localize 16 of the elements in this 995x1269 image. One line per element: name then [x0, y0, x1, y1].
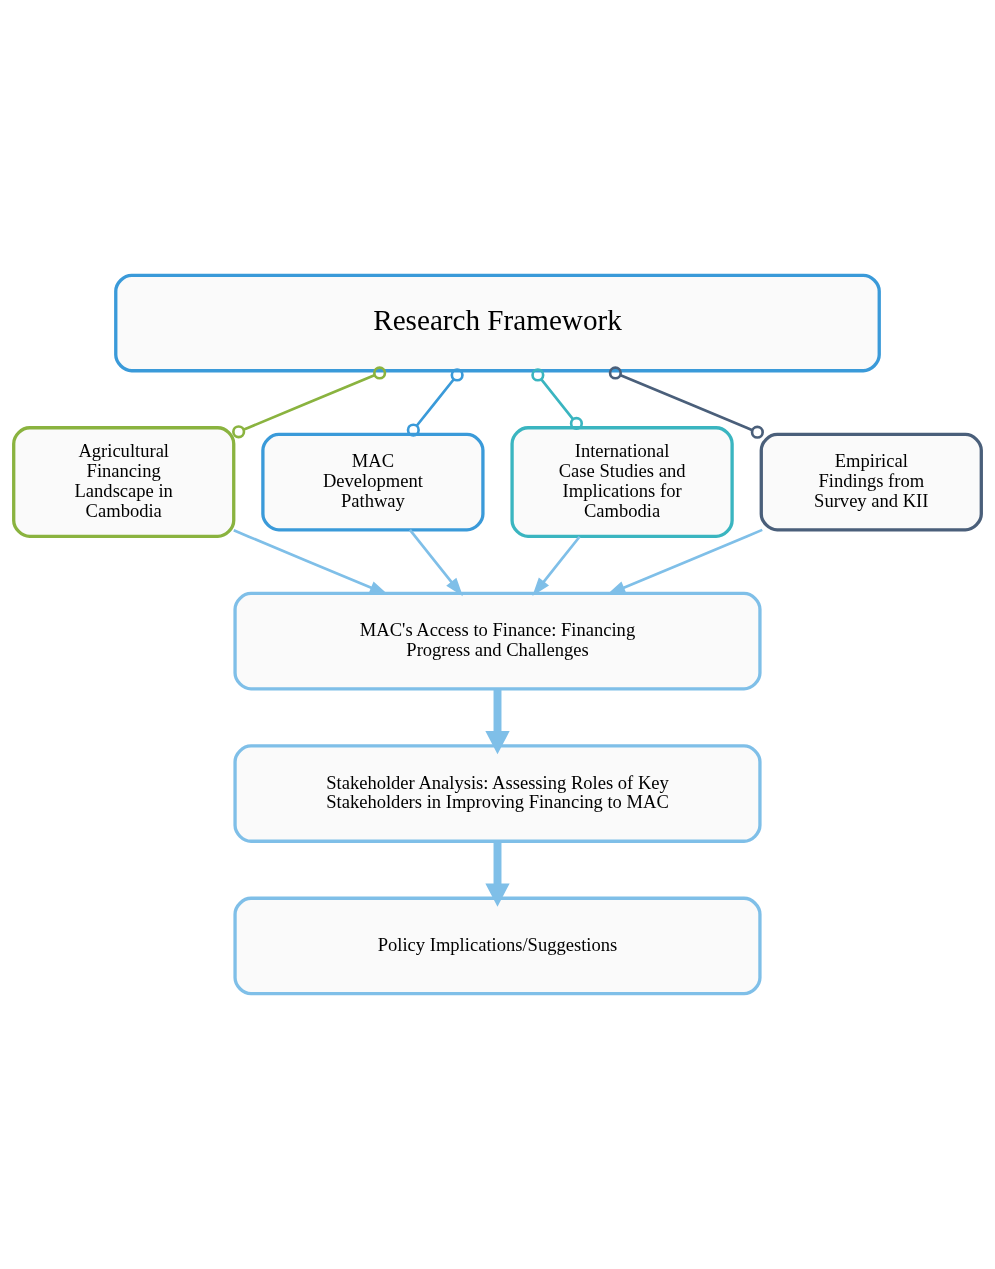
node-box: Research Framework	[114, 273, 881, 373]
arrow	[408, 529, 463, 597]
connector	[406, 368, 464, 437]
arrow	[485, 841, 510, 907]
node-box: Stakeholder Analysis: Assessing Roles of Key Stakeholders in Improving Financing to MAC	[233, 744, 762, 843]
node-box: MAC Development Pathway	[261, 432, 485, 532]
node-box: Policy Implications/Suggestions	[233, 896, 762, 996]
node-box: Agricultural Financing Landscape in Cambodia	[12, 426, 236, 539]
node-box: Empirical Findings from Survey and KII	[759, 432, 983, 532]
connector	[608, 366, 764, 439]
node-box: MAC's Access to Finance: Financing Progress and Challenges	[233, 591, 762, 691]
connector	[531, 368, 584, 431]
arrow	[485, 689, 510, 755]
arrow	[532, 535, 581, 597]
node-box: International Case Studies and Implications for Cambodia	[510, 426, 734, 539]
connector	[232, 366, 387, 439]
